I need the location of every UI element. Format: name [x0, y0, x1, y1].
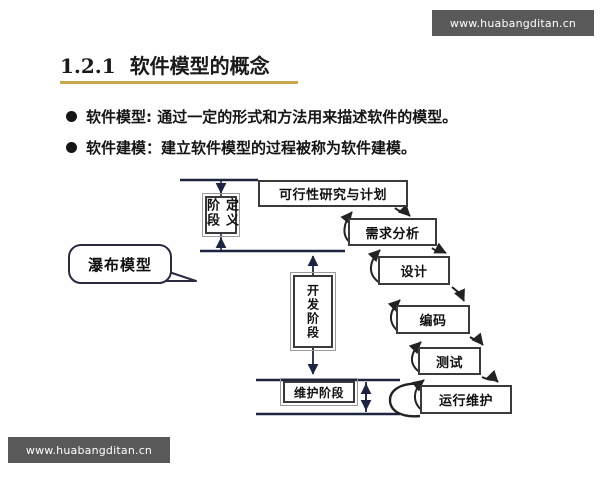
- watermark-top: www.huabangditan.cn: [432, 10, 594, 36]
- page-title-number: 1.2.1: [60, 54, 116, 78]
- stage-box-design[interactable]: 设计: [378, 256, 450, 285]
- bullet-label: 软件模型: 通过一定的形式和方法用来描述软件的模型。: [86, 108, 458, 126]
- arrow-requirement-to-design: [431, 242, 447, 254]
- bullet-dot-icon: [66, 142, 77, 153]
- phase-box-develop[interactable]: 开发阶段: [290, 272, 336, 351]
- stage-box-operation[interactable]: 运行维护: [420, 385, 512, 414]
- page-title-text: 软件模型的概念: [129, 54, 270, 78]
- title-underline: [60, 81, 298, 84]
- bullet-item: 软件模型: 通过一定的形式和方法用来描述软件的模型。: [66, 106, 457, 127]
- page-title: 1.2.1 软件模型的概念: [60, 50, 270, 79]
- bullet-dot-icon: [66, 111, 77, 122]
- arrow-feasibility-to-requirement: [394, 203, 411, 217]
- arrow-design-to-coding: [451, 286, 465, 302]
- bullet-item: 软件建模：建立软件模型的过程被称为软件建模。: [66, 137, 416, 158]
- arrow-coding-to-testing: [469, 332, 484, 346]
- watermark-bottom: www.huabangditan.cn: [8, 437, 170, 463]
- stage-box-requirement[interactable]: 需求分析: [348, 218, 437, 246]
- stage-box-feasibility[interactable]: 可行性研究与计划: [258, 180, 408, 207]
- callout-waterfall-model[interactable]: 瀑布模型: [68, 244, 172, 284]
- stage-box-coding[interactable]: 编码: [396, 305, 470, 334]
- phase-box-define[interactable]: 定义阶段: [202, 193, 240, 237]
- bullet-label: 软件建模：建立软件模型的过程被称为软件建模。: [86, 139, 417, 157]
- stage-box-testing[interactable]: 测试: [418, 347, 481, 375]
- operation-loop-arc: [388, 382, 423, 418]
- arrow-testing-to-operation: [481, 369, 499, 383]
- phase-box-maintain[interactable]: 维护阶段: [280, 378, 358, 406]
